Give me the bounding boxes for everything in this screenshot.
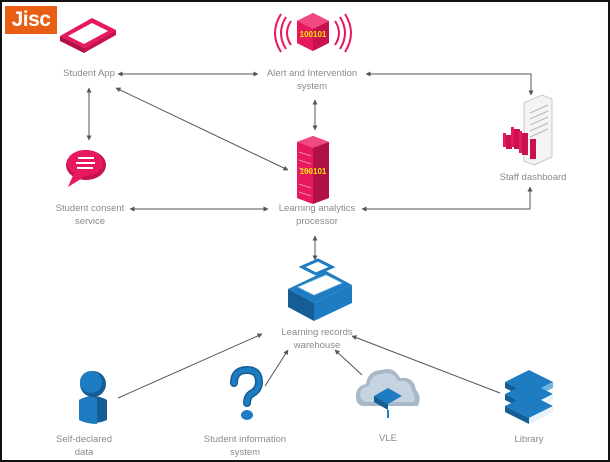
arrow-app-processor	[115, 87, 289, 171]
processor-label-line2: processor	[296, 215, 338, 227]
alert-beacon-icon: 100101	[274, 13, 352, 53]
cloud-icon	[356, 369, 420, 418]
processor-label-line1: Learning analytics	[278, 203, 356, 214]
consent-label: Student consent service	[40, 203, 140, 228]
consent-label-line1: Student consent	[55, 203, 125, 214]
person-icon	[79, 371, 107, 424]
self-declared-label-line2: data	[74, 446, 94, 458]
alert-label-line2: system	[296, 80, 328, 92]
warehouse-label-line2: warehouse	[293, 339, 341, 351]
library-label: Library	[514, 434, 544, 445]
books-icon	[505, 370, 553, 424]
warehouse-label: Learning records warehouse	[262, 327, 372, 352]
sis-label-line2: system	[229, 446, 261, 458]
alert-icon-digits: 100101	[300, 30, 327, 39]
briefcase-icon	[288, 258, 352, 321]
arrow-alert-dashboard	[365, 71, 534, 96]
alert-label-line1: Alert and Intervention	[266, 68, 358, 79]
speech-bubble-icon	[66, 150, 106, 187]
arrow-selfdeclared-warehouse	[117, 333, 263, 399]
tablet-icon	[60, 18, 116, 53]
arrow-library-warehouse	[351, 335, 501, 394]
consent-label-line2: service	[74, 215, 106, 227]
alert-label: Alert and Intervention system	[242, 68, 382, 93]
student-app-label: Student App	[63, 68, 115, 79]
warehouse-label-line1: Learning records	[281, 327, 353, 338]
arrow-vle-warehouse	[334, 349, 363, 376]
staff-dashboard-label: Staff dashboard	[499, 172, 567, 183]
processor-label: Learning analytics processor	[262, 203, 372, 228]
sis-label-line1: Student information	[203, 434, 287, 445]
processor-icon-digits: 100101	[300, 167, 327, 176]
self-declared-label: Self-declared data	[44, 434, 124, 459]
dashboard-report-icon	[503, 94, 553, 166]
question-mark-icon	[230, 365, 264, 420]
vle-label: VLE	[379, 433, 397, 444]
arrow-processor-dashboard	[361, 186, 533, 212]
server-icon: 100101	[297, 136, 329, 204]
arrow-sis-warehouse	[264, 349, 289, 387]
sis-label: Student information system	[190, 434, 300, 459]
self-declared-label-line1: Self-declared	[56, 434, 112, 445]
jisc-logo: Jisc	[5, 6, 57, 34]
